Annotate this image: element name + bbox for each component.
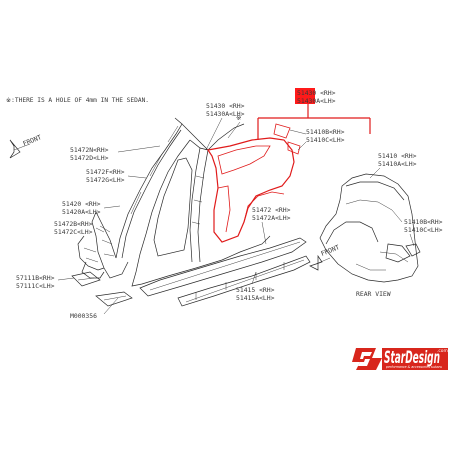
a-pillar-inner-edge xyxy=(121,129,182,259)
svg-text:51430 <RH>: 51430 <RH> xyxy=(206,102,245,110)
quarter-pillar-edge xyxy=(217,185,231,233)
logo-domain: .com xyxy=(437,349,448,354)
callout-51472B[interactable]: 51472B<RH> 51472C<LH> xyxy=(54,220,105,236)
b-pillar xyxy=(189,147,209,263)
svg-text:51410C<LH>: 51410C<LH> xyxy=(404,226,443,234)
callout-51410B-rear[interactable]: 51410B<RH> 51410C<LH> xyxy=(404,218,443,247)
svg-text:M000356: M000356 xyxy=(70,312,97,320)
rocker-inner xyxy=(177,255,311,307)
hole-mark-icon: ※ xyxy=(236,114,241,122)
logo-text: StarDesign xyxy=(384,348,440,368)
svg-text:51410B<RH>: 51410B<RH> xyxy=(306,128,345,136)
rear-view-lamp-cut xyxy=(385,243,411,263)
callout-51410B[interactable]: 51410B<RH> 51410C<LH> xyxy=(289,128,345,151)
svg-text:51415 <RH>: 51415 <RH> xyxy=(236,286,275,294)
stardesign-logo[interactable]: StarDesign .com performance & accessorie… xyxy=(352,348,448,370)
svg-text:51415A<LH>: 51415A<LH> xyxy=(236,294,275,302)
rear-view-quarter xyxy=(319,173,421,283)
rear-view-label: REAR VIEW xyxy=(356,290,391,298)
rocker-panels xyxy=(139,237,311,307)
rear-quarter-panel-highlighted[interactable] xyxy=(206,123,301,243)
front-label: FRONT xyxy=(22,133,43,148)
svg-text:51472A<LH>: 51472A<LH> xyxy=(252,214,291,222)
highlighted-part-line1: 51430 <RH> xyxy=(297,89,336,97)
highlighted-part-line2: 51430A<LH> xyxy=(297,97,336,105)
quarter-panel-outline xyxy=(206,137,295,243)
svg-text:51472C<LH>: 51472C<LH> xyxy=(54,228,93,236)
roof-rail xyxy=(181,123,245,151)
highlighted-part-callout[interactable]: 51430 <RH> 51430A<LH> xyxy=(295,88,336,105)
front-door-opening xyxy=(153,157,193,257)
highlight-box xyxy=(295,88,315,104)
highlight-bracket xyxy=(257,104,371,140)
svg-text:51410B<RH>: 51410B<RH> xyxy=(404,218,443,226)
front-bracket xyxy=(81,261,105,279)
rocker-outer xyxy=(139,237,307,297)
quarter-small-part-2 xyxy=(287,141,301,155)
hinge-pillar xyxy=(91,211,129,279)
callout-51420[interactable]: 51420 <RH> 51420A<LH> xyxy=(62,200,121,216)
svg-text:51410A<LH>: 51410A<LH> xyxy=(378,160,417,168)
callout-51472[interactable]: 51472 <RH> 51472A<LH> xyxy=(252,206,291,245)
callout-51472F[interactable]: 51472F<RH> 51472G<LH> xyxy=(86,168,147,184)
svg-text:51472 <RH>: 51472 <RH> xyxy=(252,206,291,214)
callout-51410[interactable]: 51410 <RH> 51410A<LH> xyxy=(369,152,417,179)
rear-view-wheel-arch xyxy=(325,221,379,245)
a-pillar-inner xyxy=(115,117,183,259)
hole-note: ※:THERE IS A HOLE OF 4mm IN THE SEDAN. xyxy=(6,97,149,104)
rear-view-small-bracket xyxy=(405,243,421,257)
front-arrow-2: FRONT xyxy=(309,243,341,271)
svg-text:51420 <RH>: 51420 <RH> xyxy=(62,200,101,208)
rear-view-window xyxy=(345,181,405,201)
svg-text:51472N<RH>: 51472N<RH> xyxy=(70,146,109,154)
bottom-bracket xyxy=(95,291,133,307)
logo-banner xyxy=(382,348,448,370)
front-label-2: FRONT xyxy=(320,243,341,258)
svg-text:51472F<RH>: 51472F<RH> xyxy=(86,168,125,176)
svg-text:51472B<RH>: 51472B<RH> xyxy=(54,220,93,228)
svg-text:57111B<RH>: 57111B<RH> xyxy=(16,274,55,282)
front-arrow-1: FRONT xyxy=(9,133,43,159)
quarter-small-part-1 xyxy=(273,123,291,139)
logo-tagline: performance & accessories subaru xyxy=(385,365,443,369)
rear-view-outline xyxy=(319,173,419,283)
callout-51472N[interactable]: 51472N<RH> 51472D<LH> xyxy=(70,145,161,162)
svg-text:51410 <RH>: 51410 <RH> xyxy=(378,152,417,160)
outer-side-panel xyxy=(131,139,271,287)
svg-text:51410C<LH>: 51410C<LH> xyxy=(306,136,345,144)
callout-51415[interactable]: 51415 <RH> 51415A<LH> xyxy=(236,271,275,302)
svg-text:51420A<LH>: 51420A<LH> xyxy=(62,208,101,216)
svg-text:57111C<LH>: 57111C<LH> xyxy=(16,282,55,290)
callout-M000356[interactable]: M000356 xyxy=(70,297,119,320)
bottom-bracket-group xyxy=(95,291,133,307)
quarter-window-frame xyxy=(217,145,271,175)
body-side-assembly xyxy=(71,117,271,287)
arrow-icon xyxy=(9,139,21,159)
callout-51430[interactable]: 51430 <RH> 51430A<LH> xyxy=(205,102,245,151)
logo-s-glyph xyxy=(358,352,372,366)
svg-text:51472D<LH>: 51472D<LH> xyxy=(70,154,109,162)
svg-text:51472G<LH>: 51472G<LH> xyxy=(86,176,125,184)
front-apron xyxy=(77,235,105,271)
svg-text:51430A<LH>: 51430A<LH> xyxy=(206,110,245,118)
quarter-wheel-arch xyxy=(243,191,285,223)
callout-57111B[interactable]: 57111B<RH> 57111C<LH> xyxy=(16,274,75,290)
arrow-icon-2 xyxy=(309,254,323,271)
lower-bracket xyxy=(71,271,101,287)
